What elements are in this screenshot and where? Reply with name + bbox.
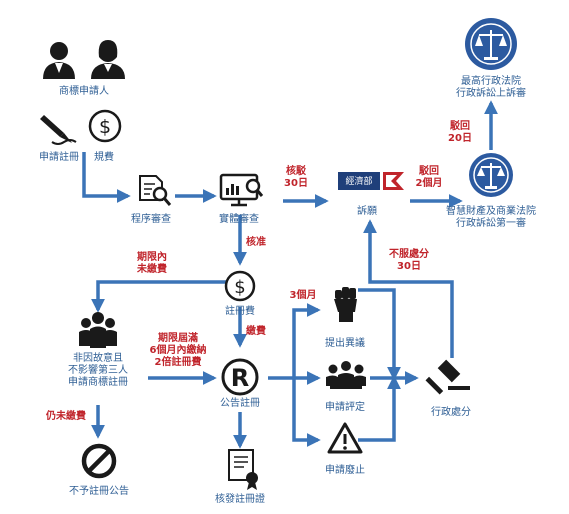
gavel-icon (425, 359, 470, 395)
fee-label: 規費 (94, 152, 114, 163)
reject-30-days-annotation: 核駁 30日 (284, 166, 308, 189)
monitor-analysis-icon (219, 173, 264, 207)
arrow-revocation-to-disposition (358, 375, 401, 442)
svg-text:R: R (231, 364, 249, 392)
certificate-icon (228, 449, 258, 490)
svg-text:$: $ (99, 116, 111, 138)
arrow-apply-to-procedural (82, 152, 131, 203)
ministry-logo-text: 經濟部 (345, 177, 373, 187)
document-search-icon (139, 175, 172, 206)
administrative-disposition-label: 行政處分 (431, 407, 471, 418)
disagree-30-days-annotation: 不服處分 30日 (389, 249, 429, 272)
flow-arrows (82, 100, 498, 449)
registration-fee-label: 註冊費 (225, 306, 255, 317)
deadline-expired-annotation: 期限屆滿 6個月內繳納 2倍註冊費 (149, 333, 207, 368)
fountain-pen-icon (40, 115, 77, 145)
person-icon (43, 42, 75, 79)
apply-registration-label: 申請註冊 (39, 152, 79, 163)
supreme-court-label: 最高行政法院 行政訴訟上訴審 (456, 76, 526, 99)
person-female-icon (91, 40, 125, 79)
dollar-coin-icon: $ (88, 109, 122, 143)
group-people-icon (79, 312, 117, 348)
within-deadline-unpaid-annotation: 期限內 未繳費 (137, 252, 167, 275)
no-publication-label: 不予註冊公告 (69, 486, 129, 497)
arrow-to-revocation (292, 378, 321, 447)
arrow-opposition-to-disposition (358, 288, 401, 381)
appeal-label: 訴願 (357, 206, 377, 217)
certificate-label: 核發註冊證 (215, 494, 265, 505)
three-months-annotation: 3個月 (289, 290, 317, 301)
fee-dollar-icon: $ (224, 270, 256, 302)
procedural-review-label: 程序審查 (131, 214, 171, 225)
revocation-label: 申請廢止 (325, 465, 365, 476)
court-seal-icon (469, 153, 513, 197)
raised-fist-icon (334, 287, 357, 322)
meeting-people-icon (326, 361, 366, 389)
warning-triangle-icon (327, 422, 363, 454)
registered-trademark-icon: R (221, 358, 259, 396)
applicant-label: 商標申請人 (59, 86, 109, 97)
arrow-disposition-to-appeal (363, 219, 454, 358)
dismiss-20-days-annotation: 駁回 20日 (448, 121, 472, 144)
ministry-logo (337, 170, 405, 192)
publication-label: 公告註冊 (220, 398, 260, 409)
substantive-review-label: 實體審查 (219, 214, 259, 225)
dismiss-2-months-annotation: 駁回 2個月 (415, 166, 443, 189)
invalidation-label: 申請評定 (325, 402, 365, 413)
ip-court-label: 智慧財產及商業法院 行政訴訟第一審 (446, 206, 536, 229)
approve-annotation: 核准 (246, 237, 266, 248)
not-intentional-label: 非因故意且 不影響第三人 申請商標註冊 (68, 353, 128, 388)
opposition-label: 提出異議 (325, 338, 365, 349)
svg-text:$: $ (234, 277, 245, 298)
arrow-substantive-to-notintentional (91, 280, 226, 313)
supreme-court-seal-icon (465, 18, 517, 70)
arrow-to-opposition (292, 303, 321, 378)
still-unpaid-annotation: 仍未繳費 (46, 411, 86, 422)
prohibition-icon (81, 443, 117, 479)
pay-annotation: 繳費 (246, 326, 266, 337)
